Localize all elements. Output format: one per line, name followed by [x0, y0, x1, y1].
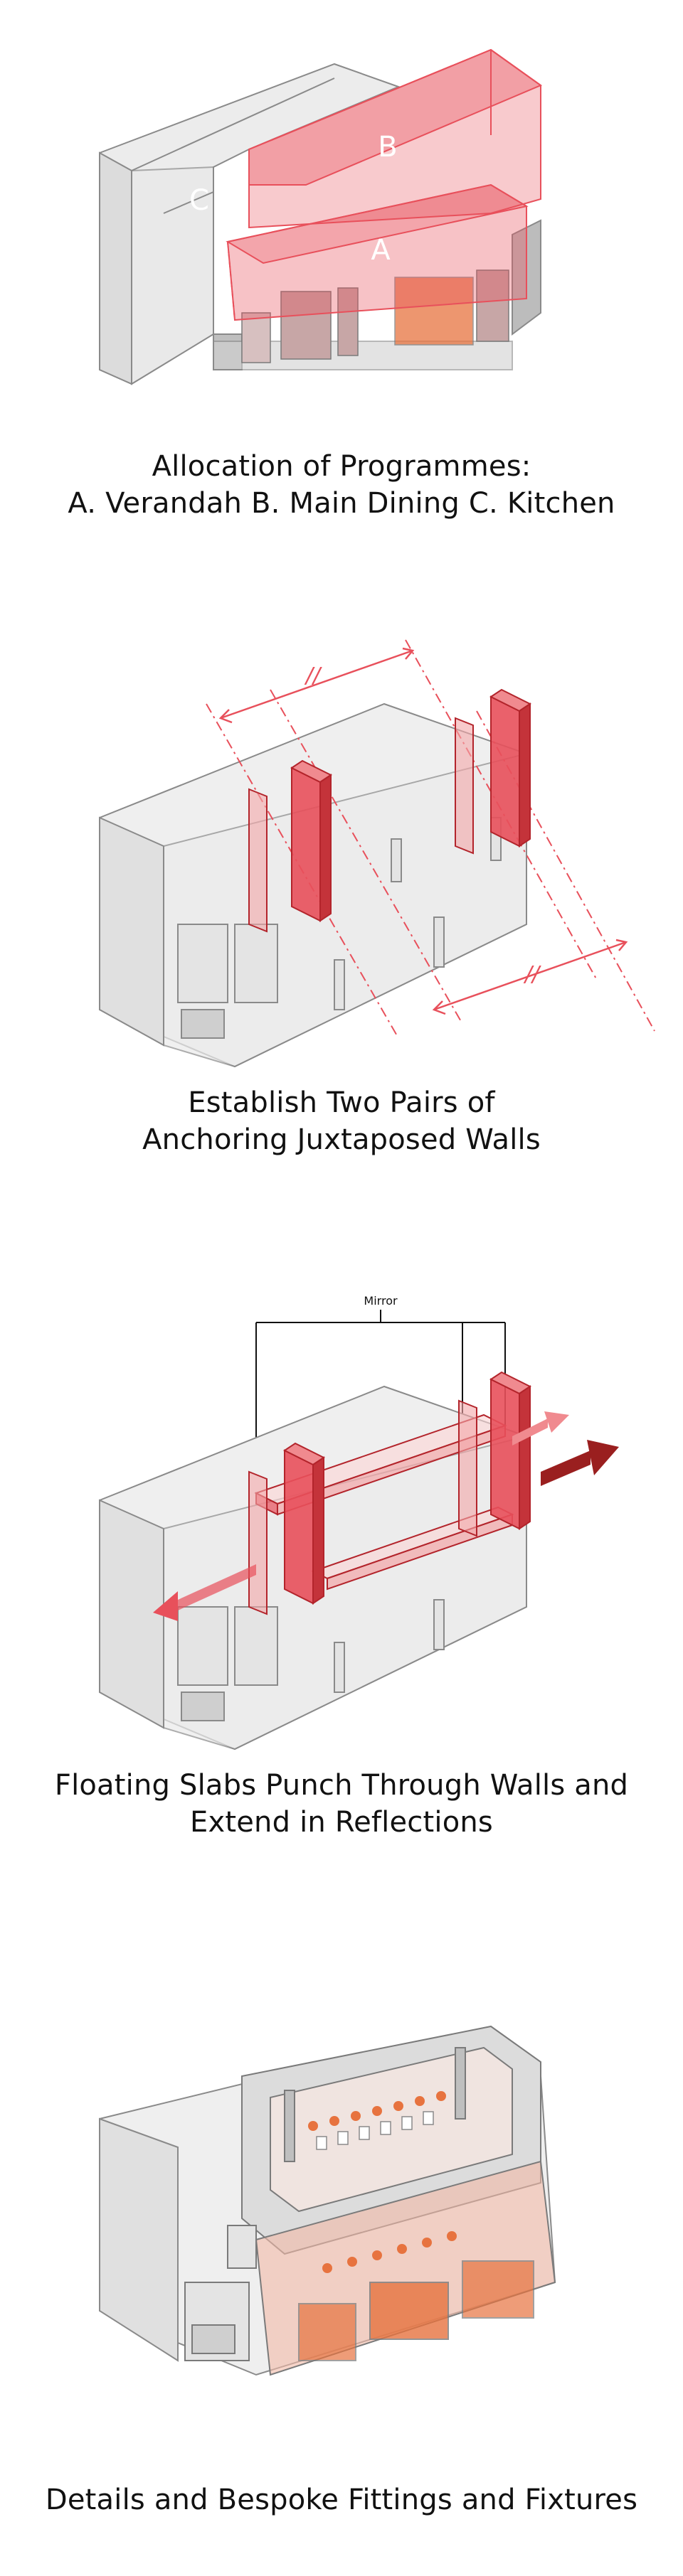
caption-line: A. Verandah B. Main Dining C. Kitchen	[68, 487, 615, 520]
floating-slabs-axonometric: Mirror	[99, 1294, 619, 1751]
anchoring-walls-axonometric: // //	[99, 639, 655, 1068]
reflection-arrow-left	[153, 1564, 256, 1621]
caption-anchoring-walls: Establish Two Pairs of Anchoring Juxtapo…	[0, 1084, 683, 1158]
caption-line: Floating Slabs Punch Through Walls and	[54, 1769, 629, 1802]
zone-label-a: A	[371, 234, 391, 267]
caption-line: Allocation of Programmes:	[152, 450, 531, 483]
caption-line: Anchoring Juxtaposed Walls	[142, 1123, 541, 1156]
caption-line: Details and Bespoke Fittings and Fixture…	[45, 2484, 638, 2516]
dimension-mark-top: //	[304, 663, 322, 688]
zone-label-c: C	[189, 184, 209, 217]
dimension-mark-bottom: //	[523, 962, 541, 987]
fittings-row-upper	[308, 2091, 446, 2131]
panel-allocation: A B C Allocation of Programmes: A. Veran…	[0, 0, 683, 583]
mirror-label: Mirror	[364, 1294, 398, 1308]
zone-label-b: B	[378, 131, 397, 164]
caption-line: Extend in Reflections	[190, 1806, 493, 1839]
caption-allocation: Allocation of Programmes: A. Verandah B.…	[0, 448, 683, 522]
panel-details: Details and Bespoke Fittings and Fixture…	[0, 1884, 683, 2576]
fittings-row-lower	[322, 2231, 457, 2273]
panel-floating-slabs: Mirror	[0, 1202, 683, 1884]
allocation-axonometric: A B C	[99, 48, 543, 385]
details-axonometric	[99, 2025, 556, 2376]
extend-arrow-right	[541, 1440, 619, 1486]
reflection-arrow-right	[512, 1411, 569, 1445]
panel-anchoring-walls: // // Establish Two Pairs of Anchoring J…	[0, 583, 683, 1202]
caption-line: Establish Two Pairs of	[188, 1086, 495, 1119]
caption-floating-slabs: Floating Slabs Punch Through Walls and E…	[0, 1767, 683, 1841]
caption-details: Details and Bespoke Fittings and Fixture…	[0, 2481, 683, 2518]
